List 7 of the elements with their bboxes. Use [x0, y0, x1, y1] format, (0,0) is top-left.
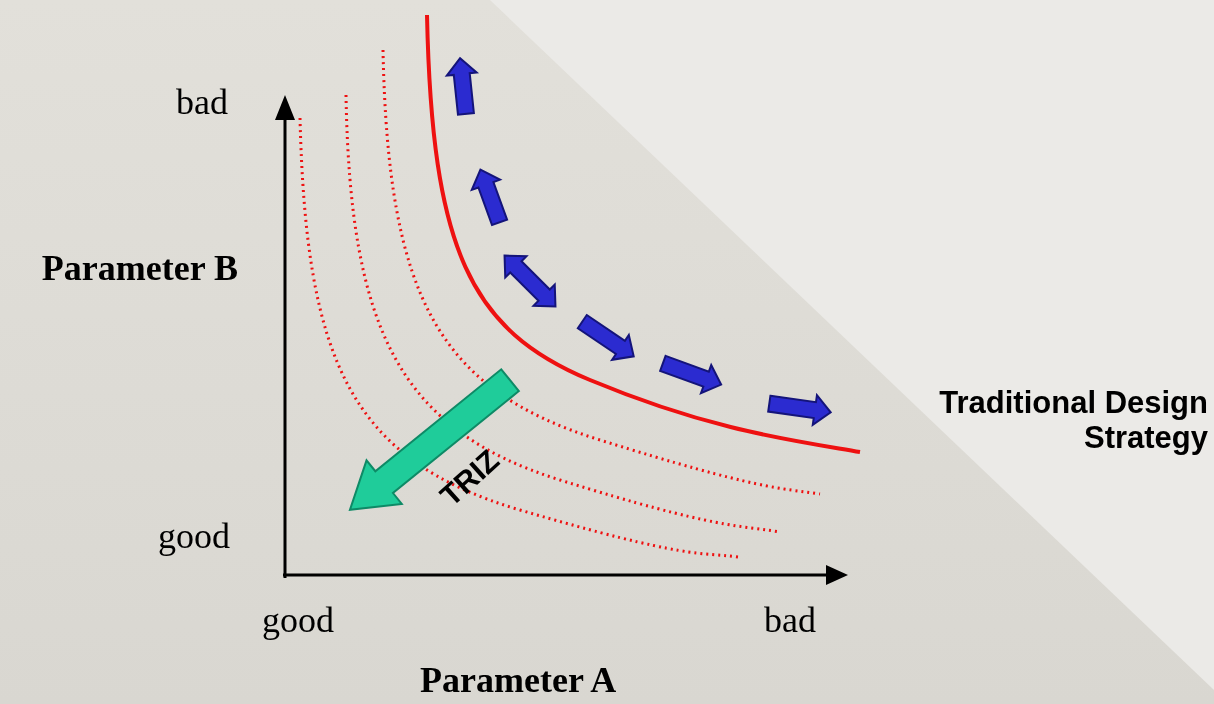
axis-end-label: good [262, 600, 335, 641]
axis-title: Parameter B [40, 248, 238, 289]
axis-end-label: bad [176, 82, 229, 123]
axis-end-label: bad [764, 600, 817, 641]
axis-end-label: good [158, 516, 231, 557]
axis-title: Parameter A [420, 660, 618, 701]
strategy-label: Traditional Design Strategy [938, 386, 1208, 456]
